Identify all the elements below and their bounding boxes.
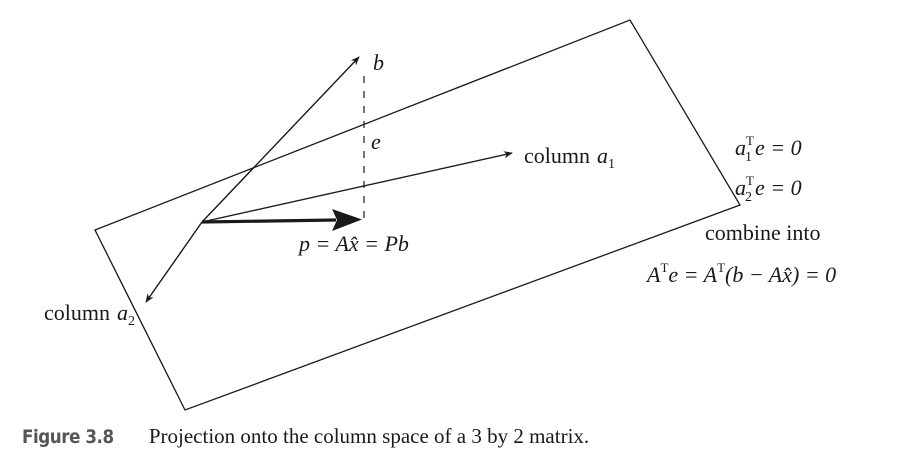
column-a2-arrow [145,221,203,303]
vector-b-arrow [201,56,360,223]
caption-text: Projection onto the column space of a 3 … [148,424,590,448]
figure-caption: Figure 3.8 Projection onto the column sp… [22,424,589,449]
figure-number: Figure 3.8 [22,426,114,448]
equation-final: ATe = AT(b − Ax̂) = 0 [645,260,836,287]
label-projection-p: p = Ax̂ = Pb [297,231,409,256]
projection-p-arrow [201,209,362,231]
label-e: e [371,129,381,154]
column-a1-arrow [201,151,513,223]
label-b: b [373,50,384,75]
column-space-plane [94,19,741,411]
combine-into-text: combine into [705,220,820,245]
